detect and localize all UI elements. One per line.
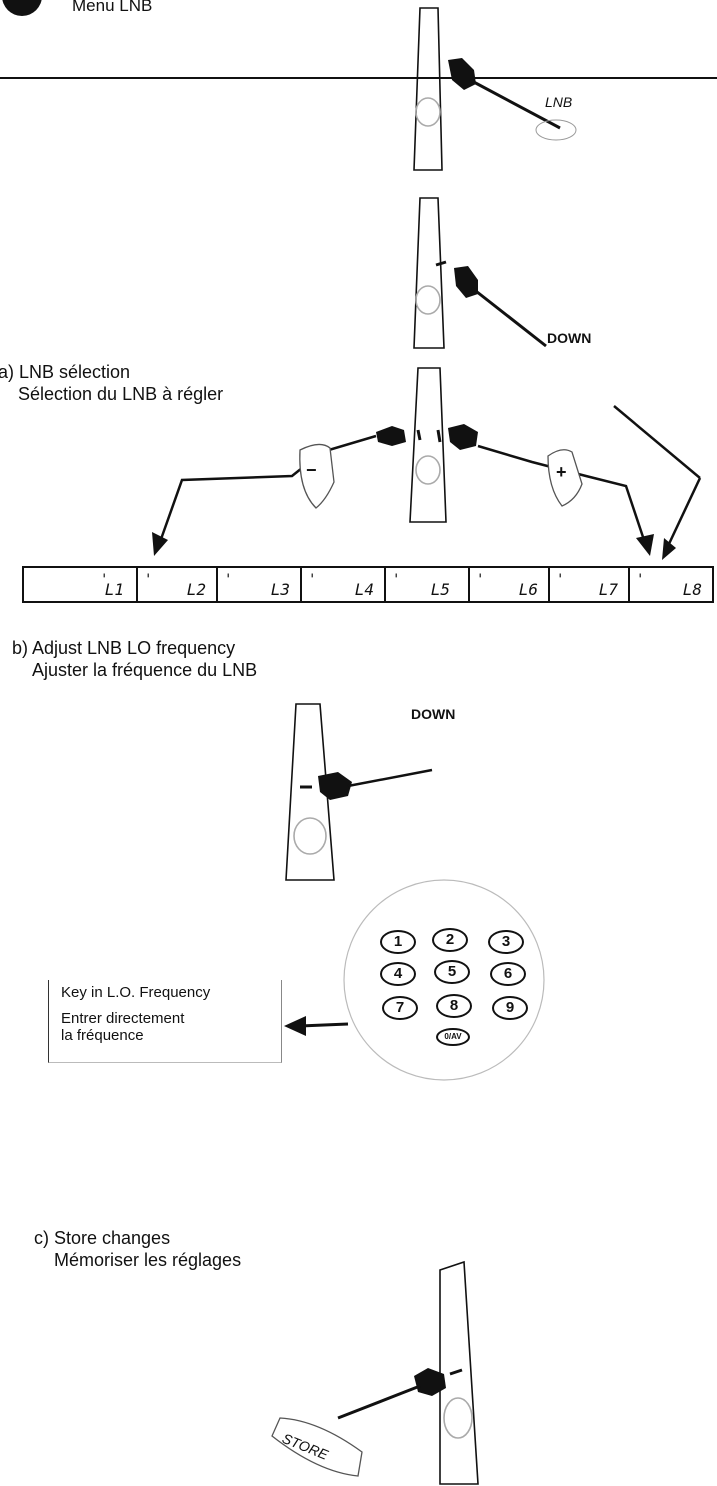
hand-left-press: [376, 426, 422, 446]
menu-lnb-title: Menu LNB: [72, 0, 153, 15]
lnb-slot-tick: ': [308, 572, 317, 588]
lnb-slot-3[interactable]: ' L3: [216, 568, 302, 601]
note-line-2: Entrer directement: [61, 1010, 185, 1027]
remote-control-1: [413, 7, 443, 171]
remote-control-4: [285, 703, 335, 881]
lnb-slot-6[interactable]: ' L6: [468, 568, 550, 601]
hand-pointer-1: [448, 58, 561, 130]
minus-button-label: −: [306, 460, 317, 480]
keypad-key-0av[interactable]: 0/AV: [436, 1028, 470, 1046]
lnb-slot-label: L8: [682, 580, 702, 599]
frequency-note-box: Key in L.O. Frequency Entrer directement…: [48, 980, 282, 1063]
keypad-to-note-arrow: [284, 1016, 349, 1036]
keypad-key-7[interactable]: 7: [382, 996, 418, 1020]
lnb-slot-tick: ': [392, 572, 401, 588]
keypad-key-3[interactable]: 3: [488, 930, 524, 954]
hand-right-press: [436, 424, 478, 450]
lnb-slot-label: L4: [354, 580, 374, 599]
lnb-slot-5[interactable]: ' L5: [384, 568, 470, 601]
down-button-label-2: DOWN: [411, 706, 456, 722]
lnb-slot-4[interactable]: ' L4: [300, 568, 386, 601]
lnb-slot-label: L1: [104, 580, 124, 599]
lnb-slot-label: L2: [186, 580, 206, 599]
section-b-title: b) Adjust LNB LO frequency: [12, 638, 236, 658]
lnb-slot-tick: ': [144, 572, 153, 588]
hand-pointer-2: [435, 260, 547, 348]
plus-button-shape: [547, 449, 583, 507]
section-a-subtitle: Sélection du LNB à régler: [18, 384, 224, 404]
keypad-key-5[interactable]: 5: [434, 960, 470, 984]
lnb-slot-8[interactable]: ' L8: [628, 568, 714, 601]
section-c-title: c) Store changes: [34, 1228, 171, 1248]
keypad-key-4[interactable]: 4: [380, 962, 416, 986]
section-c-subtitle: Mémoriser les réglages: [54, 1250, 242, 1270]
minus-button-shape: [299, 443, 335, 509]
keypad-key-6[interactable]: 6: [490, 962, 526, 986]
keypad-key-2[interactable]: 2: [432, 928, 468, 952]
plus-button-label: +: [556, 462, 567, 482]
note-line-1: Key in L.O. Frequency: [61, 984, 211, 1001]
lnb-button-label: LNB: [545, 94, 573, 110]
plus-path-arrow: [477, 444, 646, 541]
plus-arrowhead: [636, 534, 654, 556]
lnb-slot-display: ' L1 ' L2 ' L3 ' L4 ' L5 ' L6 ' L7 ' L8: [22, 566, 714, 603]
section-b-subtitle: Ajuster la fréquence du LNB: [32, 660, 258, 680]
down-to-l8-arrow: [613, 405, 702, 560]
lnb-slot-2[interactable]: ' L2: [136, 568, 218, 601]
hand-pointer-5: [337, 1368, 463, 1420]
lnb-slot-tick: ': [224, 572, 233, 588]
lnb-slot-label: L6: [518, 580, 538, 599]
lnb-slot-label: L7: [598, 580, 618, 599]
lnb-slot-tick: ': [100, 572, 109, 588]
note-line-3: la fréquence: [61, 1027, 144, 1044]
minus-path-arrow: [158, 434, 377, 543]
lnb-slot-1[interactable]: ' L1: [24, 568, 136, 601]
lnb-slot-tick: ': [556, 572, 565, 588]
section-a-title: a) LNB sélection: [0, 362, 131, 382]
lnb-slot-label: L3: [270, 580, 290, 599]
remote-control-5: [439, 1260, 479, 1485]
remote-control-2: [413, 197, 445, 349]
keypad-key-1[interactable]: 1: [380, 930, 416, 954]
store-button-shape: [271, 1417, 363, 1477]
lnb-slot-tick: ': [476, 572, 485, 588]
step-bullet: [2, 0, 42, 16]
lnb-slot-tick: ': [636, 572, 645, 588]
keypad-key-9[interactable]: 9: [492, 996, 528, 1020]
keypad-key-8[interactable]: 8: [436, 994, 472, 1018]
lnb-slot-7[interactable]: ' L7: [548, 568, 630, 601]
down-button-label-1: DOWN: [547, 330, 592, 346]
minus-arrowhead: [152, 532, 168, 556]
remote-control-3: [409, 367, 447, 523]
lnb-button-shape: [535, 119, 577, 141]
lnb-slot-label: L5: [430, 580, 450, 599]
keypad-outline: [343, 879, 545, 1081]
hand-pointer-4: [300, 768, 433, 800]
